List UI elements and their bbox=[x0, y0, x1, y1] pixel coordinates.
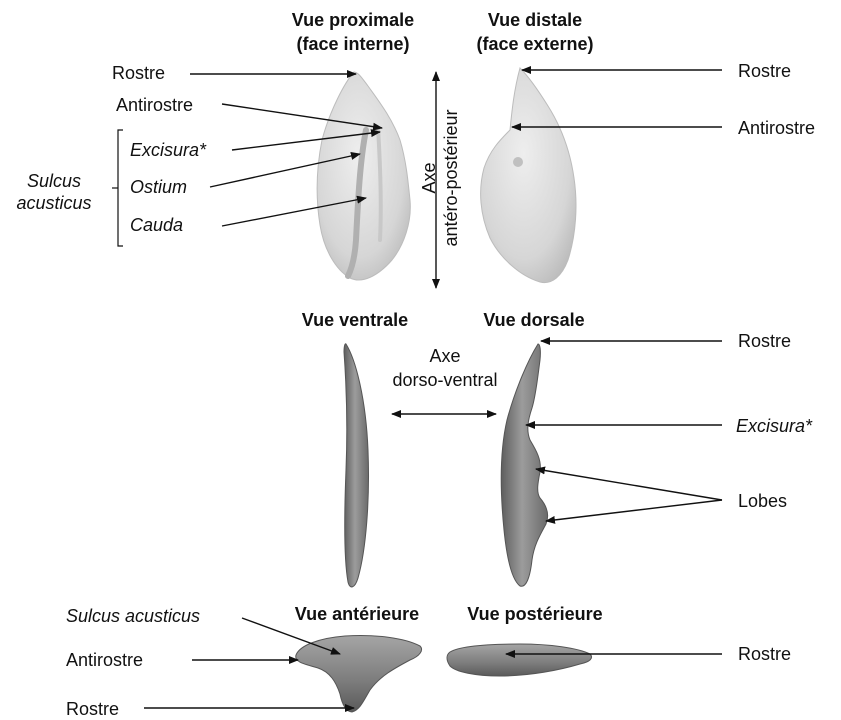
label-antirostre-anterior: Antirostre bbox=[66, 649, 143, 671]
axis-ap-line1: Axe bbox=[418, 93, 440, 263]
arrows-anterior-posterior bbox=[144, 618, 722, 708]
axis-dv-line2: dorso-ventral bbox=[370, 368, 520, 392]
label-rostre-proximal: Rostre bbox=[112, 62, 165, 84]
heading-proximal-line1: Vue proximale bbox=[268, 8, 438, 32]
otolith-posterior-view bbox=[447, 644, 592, 676]
label-sulcus-line2: acusticus bbox=[6, 192, 102, 214]
otolith-anterior-view bbox=[296, 635, 422, 712]
label-rostre-dorsal: Rostre bbox=[738, 330, 791, 352]
arrows-dorsal bbox=[526, 341, 722, 521]
label-excisura-dorsal: Excisura* bbox=[736, 415, 812, 437]
label-ostium: Ostium bbox=[130, 176, 187, 198]
heading-distal-line2: (face externe) bbox=[460, 32, 610, 56]
axis-dorso-ventral-label: Axe dorso-ventral bbox=[370, 344, 520, 392]
label-rostre-distal: Rostre bbox=[738, 60, 791, 82]
axis-antero-posterior-label: Axe antéro-postérieur bbox=[418, 93, 462, 263]
label-sulcus-line1: Sulcus bbox=[6, 170, 102, 192]
otolith-distal-view bbox=[481, 68, 576, 283]
otolith-ventral-view bbox=[344, 344, 369, 587]
heading-anterior-view: Vue antérieure bbox=[272, 602, 442, 626]
otolith-proximal-view bbox=[317, 72, 410, 280]
label-excisura-proximal: Excisura* bbox=[130, 139, 206, 161]
label-rostre-posterior: Rostre bbox=[738, 643, 791, 665]
heading-proximal-view: Vue proximale (face interne) bbox=[268, 8, 438, 56]
label-lobes: Lobes bbox=[738, 490, 787, 512]
heading-ventral-view: Vue ventrale bbox=[280, 308, 430, 332]
axis-dv-line1: Axe bbox=[370, 344, 520, 368]
heading-distal-view: Vue distale (face externe) bbox=[460, 8, 610, 56]
sulcus-bracket bbox=[112, 130, 123, 246]
label-sulcus-acusticus-anterior: Sulcus acusticus bbox=[66, 605, 200, 627]
label-cauda: Cauda bbox=[130, 214, 183, 236]
label-rostre-anterior: Rostre bbox=[66, 698, 119, 720]
label-antirostre-distal: Antirostre bbox=[738, 117, 815, 139]
heading-proximal-line2: (face interne) bbox=[268, 32, 438, 56]
axis-ap-line2: antéro-postérieur bbox=[440, 93, 462, 263]
label-antirostre-proximal: Antirostre bbox=[116, 94, 193, 116]
heading-posterior-view: Vue postérieure bbox=[448, 602, 622, 626]
label-sulcus-acusticus-group: Sulcus acusticus bbox=[6, 170, 102, 214]
heading-dorsal-view: Vue dorsale bbox=[462, 308, 606, 332]
heading-distal-line1: Vue distale bbox=[460, 8, 610, 32]
